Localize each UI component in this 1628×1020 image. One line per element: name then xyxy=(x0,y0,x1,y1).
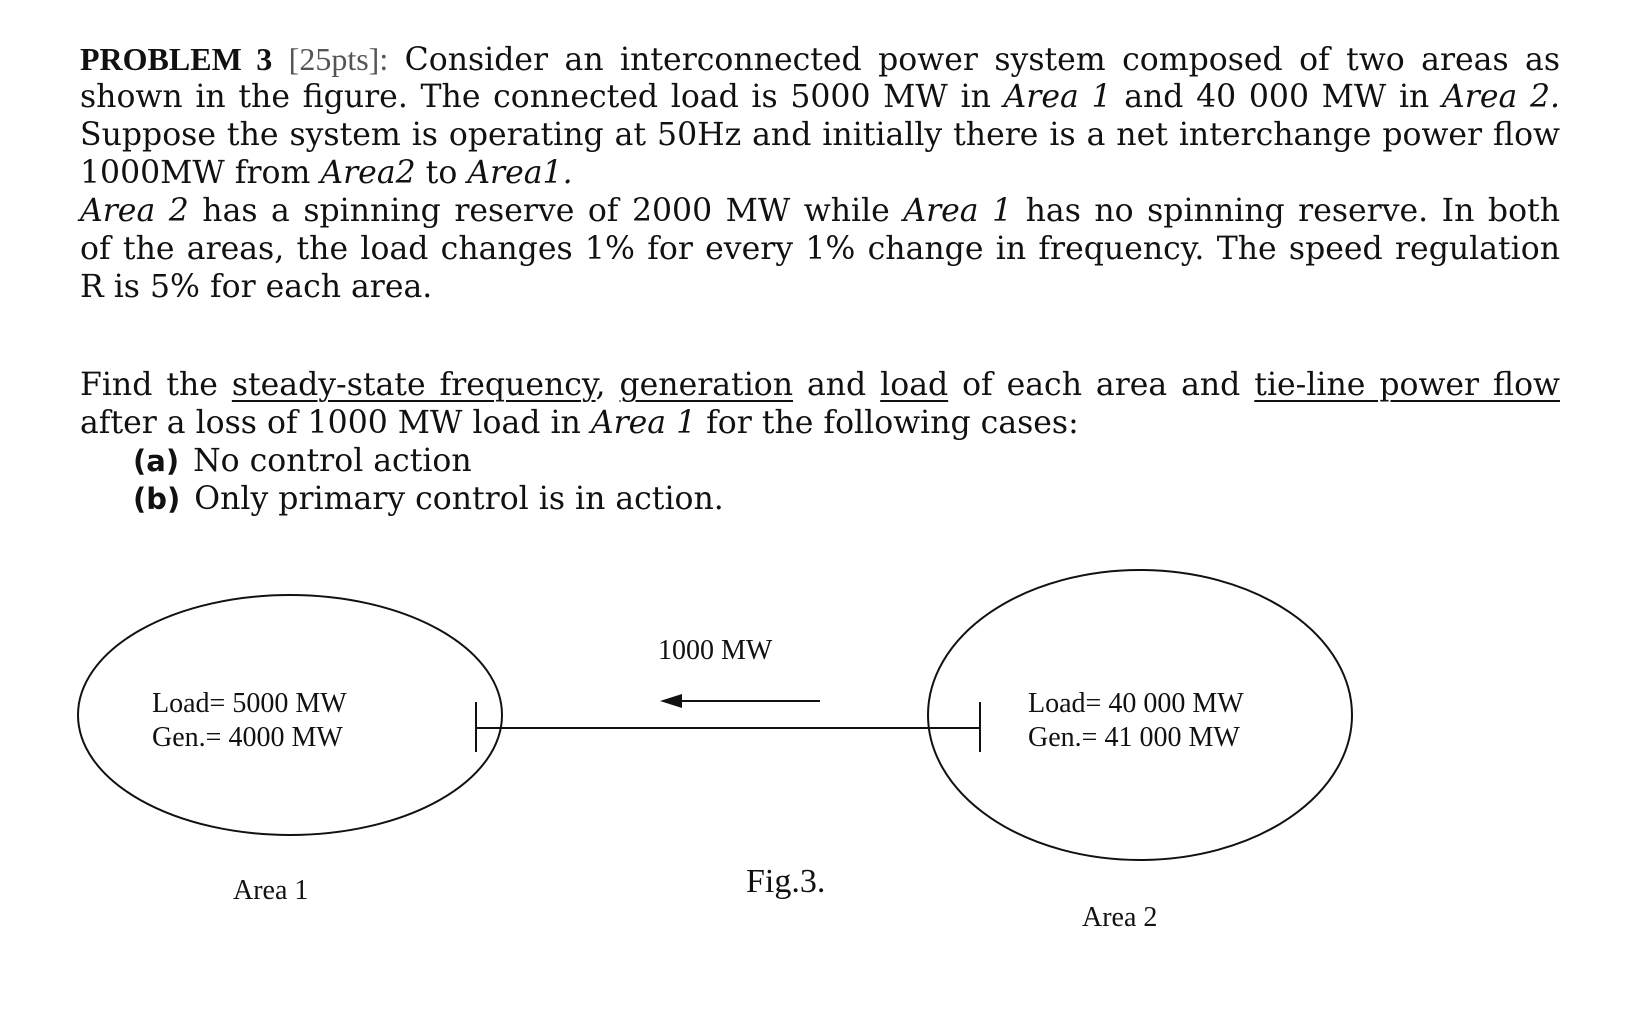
case-a: (a) No control action xyxy=(133,442,472,480)
problem-points: [25pts]: xyxy=(288,41,389,77)
statement-line-4: 1000MW from Area2 to Area1. xyxy=(80,155,573,191)
task-line-1: Find the steady-state frequency, generat… xyxy=(80,367,1560,403)
task-line-2: after a loss of 1000 MW load in Area 1 f… xyxy=(80,405,1079,441)
case-b-label: (b) xyxy=(133,482,181,516)
problem-statement: PROBLEM 3 [25pts]: Consider an interconn… xyxy=(80,40,1560,306)
area-2-load: Load= 40 000 MW xyxy=(1028,688,1244,719)
statement-line-7: R is 5% for each area. xyxy=(80,269,433,305)
area-2-ellipse xyxy=(927,569,1353,861)
area-1-load: Load= 5000 MW xyxy=(152,688,347,719)
case-b: (b) Only primary control is in action. xyxy=(133,480,724,518)
problem-heading: PROBLEM 3 xyxy=(80,41,273,77)
area-2-name: Area 2 xyxy=(1082,902,1157,933)
task-statement: Find the steady-state frequency, generat… xyxy=(80,366,1560,442)
area-1-gen: Gen.= 4000 MW xyxy=(152,722,343,753)
area-2-gen: Gen.= 41 000 MW xyxy=(1028,722,1240,753)
figure-caption: Fig.3. xyxy=(746,863,825,900)
statement-line-1: PROBLEM 3 [25pts]: Consider an interconn… xyxy=(80,41,1560,78)
underlined-tie-line-power-flow: tie-line power flow xyxy=(1254,367,1560,403)
statement-line-3: Suppose the system is operating at 50Hz … xyxy=(80,117,1560,153)
statement-line-5: Area 2 has a spinning reserve of 2000 MW… xyxy=(80,193,1560,229)
area-1-name: Area 1 xyxy=(233,875,308,906)
case-a-label: (a) xyxy=(133,444,180,478)
underlined-generation: generation xyxy=(619,367,794,403)
tie-flow-label: 1000 MW xyxy=(658,635,773,666)
flow-arrow-icon xyxy=(660,694,820,708)
underlined-steady-state-frequency: steady-state frequency xyxy=(231,367,596,403)
case-a-text: No control action xyxy=(193,443,472,479)
area-1-ellipse xyxy=(77,594,503,836)
statement-line-2: shown in the figure. The connected load … xyxy=(80,79,1560,115)
underlined-load: load xyxy=(880,367,949,403)
case-b-text: Only primary control is in action. xyxy=(194,481,724,517)
statement-line-6: of the areas, the load changes 1% for ev… xyxy=(80,231,1560,267)
